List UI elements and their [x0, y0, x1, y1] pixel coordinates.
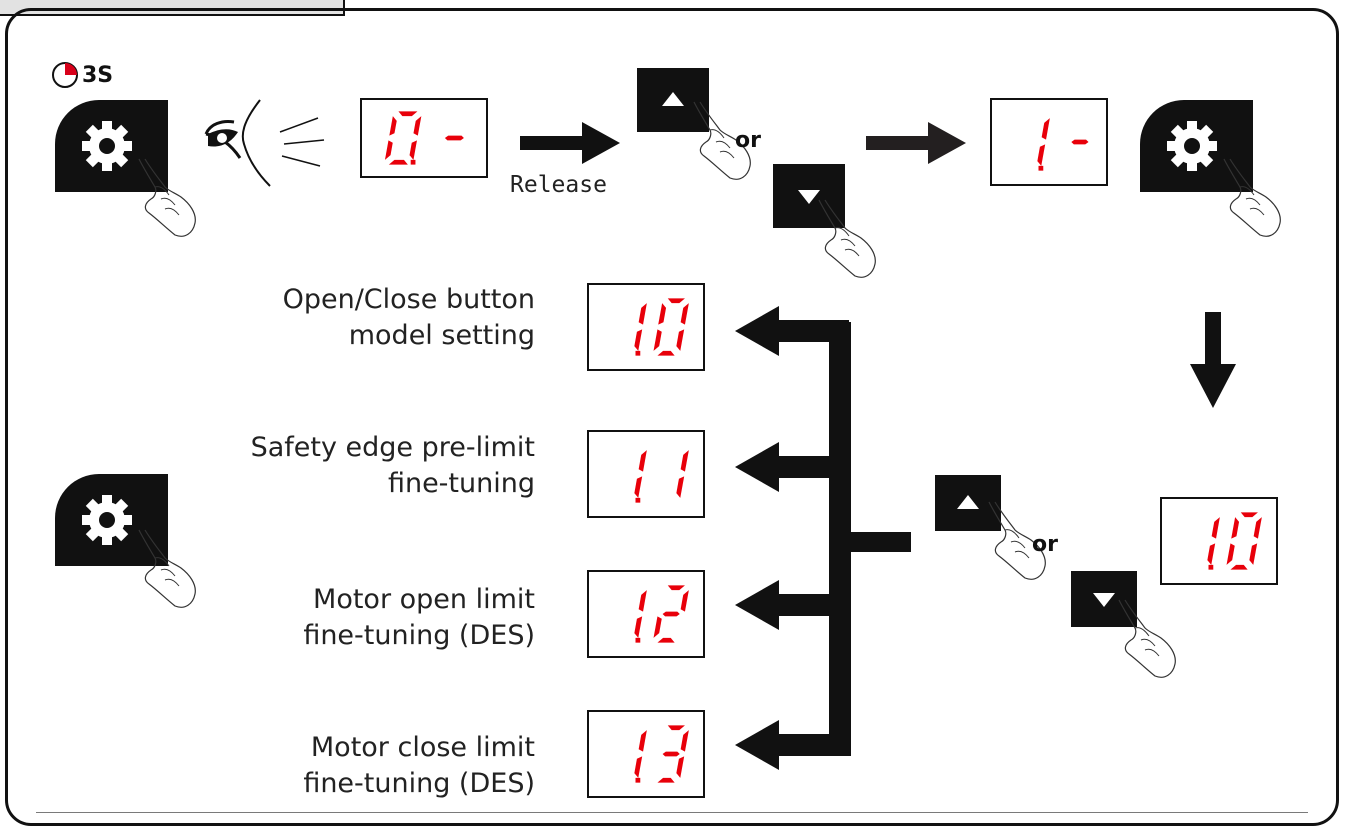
- segment: [1254, 517, 1262, 538]
- seven-segment-digit: [654, 585, 689, 642]
- segment: [1042, 118, 1050, 139]
- or-label: or: [735, 128, 761, 153]
- seven-segment-digit: [385, 111, 421, 164]
- decimal-point: [1039, 166, 1044, 171]
- seven-segment-digit: [1207, 517, 1220, 570]
- seven-segment-digit: [634, 303, 647, 356]
- segment: [1212, 517, 1220, 538]
- display-menu-item: [587, 283, 705, 371]
- segment: [639, 303, 647, 324]
- segment: [668, 585, 685, 590]
- segment: [639, 450, 647, 471]
- segment: [1227, 543, 1235, 564]
- segment: [398, 111, 417, 116]
- segment: [654, 329, 662, 350]
- hand-pointer-icon: [1115, 598, 1177, 680]
- decimal-point: [636, 638, 641, 643]
- seven-segment-digit: [1227, 512, 1262, 569]
- segment: [1241, 512, 1258, 517]
- seven-segment-digit: [1071, 140, 1088, 145]
- segment: [681, 303, 689, 324]
- segment: [681, 450, 689, 471]
- decimal-point: [636, 778, 641, 783]
- segment: [445, 136, 464, 141]
- seven-segment-digit: [1037, 118, 1050, 170]
- decimal-point: [636, 498, 641, 503]
- seven-segment-digit: [634, 450, 647, 503]
- down-arrow-icon: [1190, 312, 1236, 408]
- seven-segment-digit: [657, 725, 688, 782]
- seven-segment-digit: [634, 590, 647, 643]
- seven-segment-digit: [634, 730, 647, 783]
- segment: [1231, 517, 1239, 538]
- segment: [657, 351, 674, 356]
- release-label: Release: [510, 172, 607, 198]
- display-menu-item: [587, 430, 705, 518]
- segment: [1071, 140, 1088, 145]
- right-arrow-icon: [520, 122, 620, 164]
- hand-pointer-icon: [135, 157, 197, 239]
- hand-pointer-icon: [135, 528, 197, 610]
- display-start: 0 -: [360, 98, 488, 178]
- segment: [639, 590, 647, 611]
- seven-segment-digit: [676, 450, 689, 498]
- segment: [681, 730, 689, 751]
- segment: [385, 140, 393, 159]
- segment: [1249, 543, 1257, 564]
- display-result: [1160, 497, 1278, 585]
- display-menu-item: [587, 710, 705, 798]
- decimal-point: [636, 351, 641, 356]
- segment: [676, 756, 684, 777]
- seven-segment-digit: [654, 298, 689, 355]
- decimal-point: [1209, 565, 1214, 570]
- segment: [654, 616, 662, 637]
- segment: [1207, 543, 1215, 564]
- segment: [634, 476, 642, 497]
- segment: [663, 612, 680, 617]
- display-menu-item: [587, 570, 705, 658]
- timer-icon: [50, 60, 80, 90]
- branch-arrows: [735, 300, 915, 780]
- segment: [634, 616, 642, 637]
- segment: [657, 638, 674, 643]
- segment: [389, 116, 396, 135]
- segment: [681, 590, 689, 611]
- segment: [658, 303, 666, 324]
- decimal-point: [411, 160, 416, 165]
- segment: [639, 730, 647, 751]
- segment: [663, 752, 680, 757]
- segment: [668, 298, 685, 303]
- hand-pointer-icon: [815, 198, 877, 280]
- eye-icon: [200, 98, 340, 188]
- segment: [634, 756, 642, 777]
- segment: [1230, 565, 1247, 570]
- segment: [413, 116, 421, 135]
- right-arrow-icon: [866, 122, 966, 164]
- segment: [676, 329, 684, 350]
- bottom-divider: [36, 812, 1308, 813]
- segment: [1037, 144, 1045, 165]
- segment: [389, 160, 408, 165]
- segment: [410, 140, 417, 159]
- hand-pointer-icon: [1220, 157, 1282, 239]
- segment: [657, 778, 674, 783]
- timer-label: 3S: [82, 63, 113, 88]
- segment: [668, 725, 685, 730]
- segment: [676, 476, 684, 497]
- display-next: 1 -: [990, 98, 1108, 186]
- or-label: or: [1032, 532, 1058, 557]
- seven-segment-digit: [445, 136, 464, 141]
- segment: [634, 329, 642, 350]
